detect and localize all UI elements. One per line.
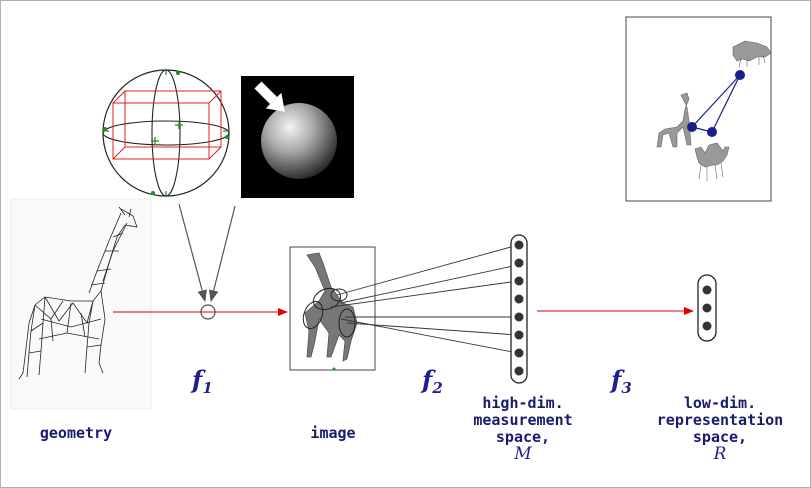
- embedding-points: [687, 70, 745, 137]
- representation-label-line3: space,: [692, 428, 748, 446]
- function-f2-label: f2: [422, 365, 443, 397]
- measurement-label-line1: high-dim.: [482, 394, 564, 412]
- representation-vector: [697, 274, 717, 342]
- measurement-node: [514, 348, 524, 358]
- wireframe-giraffe: [18, 206, 138, 380]
- measurement-space-label: high-dim. measurement space, M: [453, 395, 593, 463]
- image-label: image: [310, 424, 356, 442]
- representation-node: [702, 285, 712, 295]
- lion-thumbnail: [732, 40, 772, 68]
- measurement-node: [514, 312, 524, 322]
- measurement-node: [514, 330, 524, 340]
- geometry-panel: [10, 198, 152, 410]
- representation-node: [702, 321, 712, 331]
- measurement-node: [514, 294, 524, 304]
- lighting-input-arrow: [178, 203, 207, 303]
- embedding-space-inset: [625, 16, 772, 202]
- representation-space-label: low-dim. representation space, R: [635, 395, 805, 463]
- measurement-vector: [510, 234, 528, 384]
- light-source-input-arrow: [208, 205, 236, 303]
- function-f3-label: f3: [611, 365, 632, 397]
- shaded-sphere-panel: [241, 76, 354, 198]
- rendered-image-panel: [289, 246, 376, 371]
- lighting-sphere-wireframe: [102, 69, 230, 197]
- measurement-label-line2: measurement: [473, 411, 573, 429]
- measurement-label-line3: space,: [495, 428, 551, 446]
- representation-label-line2: representation: [656, 411, 784, 429]
- measurement-node: [514, 240, 524, 250]
- measurement-node: [514, 276, 524, 286]
- representation-node: [702, 303, 712, 313]
- representation-space-symbol: R: [713, 444, 727, 464]
- light-direction-arrow: [254, 81, 285, 112]
- measurement-node: [514, 258, 524, 268]
- geometry-label: geometry: [39, 424, 113, 442]
- measurement-space-symbol: M: [514, 444, 532, 464]
- camel-thumbnail: [694, 142, 730, 181]
- feature-connection-lines: [330, 244, 519, 354]
- function-f1-label: f1: [192, 365, 213, 397]
- giraffe-thumbnail: [656, 92, 692, 148]
- representation-label-line1: low-dim.: [683, 394, 757, 412]
- measurement-node: [514, 366, 524, 376]
